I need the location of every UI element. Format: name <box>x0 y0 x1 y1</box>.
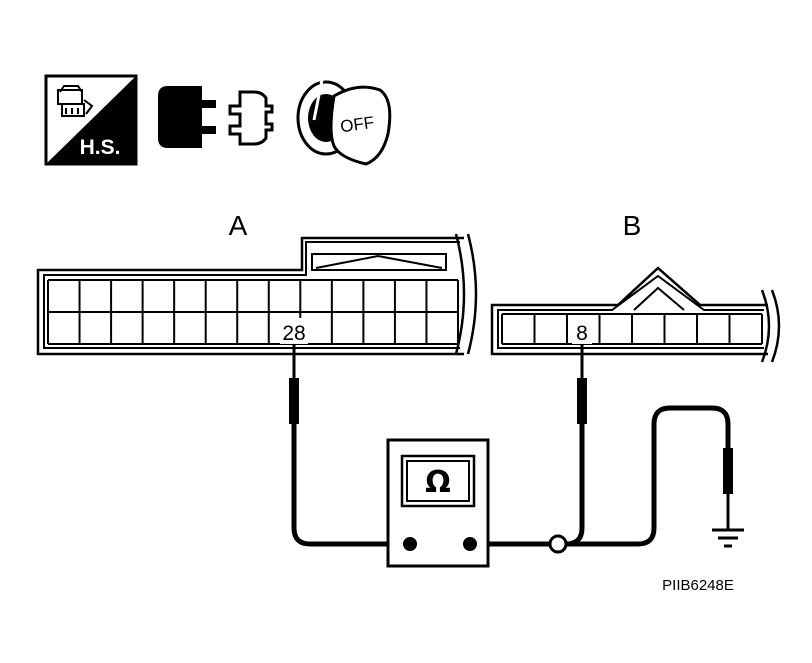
probe-a <box>289 344 410 547</box>
ohmmeter: Ω <box>386 438 490 568</box>
ground-symbol <box>712 528 744 548</box>
connector-disconnect-icon <box>158 86 274 148</box>
terminal-a-28-label: 28 <box>282 322 305 345</box>
junction-node <box>548 534 568 554</box>
hs-label: H.S. <box>80 136 121 159</box>
reference-code: PIIB6248E <box>662 577 734 594</box>
terminal-b-8-label: 8 <box>576 322 588 345</box>
ground-lead <box>566 405 733 547</box>
probe-b <box>565 344 587 547</box>
ignition-key-off-icon: OFF <box>296 79 392 166</box>
connector-b-label: B <box>623 210 642 241</box>
harness-sensor-icon: H.S. <box>44 74 138 166</box>
meter-terminal-left <box>403 537 417 551</box>
connector-b <box>490 266 781 363</box>
meter-terminal-right <box>463 537 477 551</box>
key-off-label: OFF <box>339 113 375 137</box>
ohm-symbol: Ω <box>425 465 451 500</box>
connector-a <box>36 233 478 356</box>
connector-a-label: A <box>229 210 248 241</box>
